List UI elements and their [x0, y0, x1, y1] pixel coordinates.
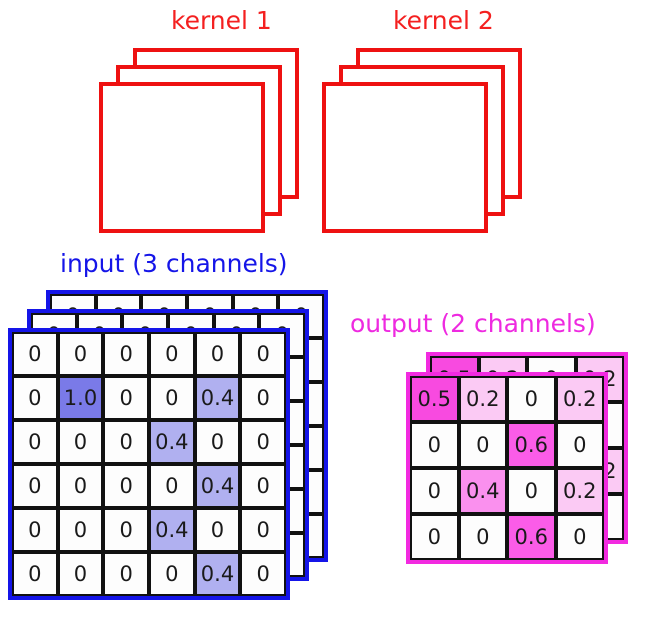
output-title: output (2 channels) — [350, 309, 596, 338]
matrix-cell: 0 — [149, 332, 195, 376]
matrix-cell: 0 — [57, 552, 104, 596]
matrix-cell: 0 — [12, 332, 58, 376]
matrix-cell: 0.4 — [149, 420, 195, 464]
matrix-cell: 0 — [240, 552, 286, 596]
matrix-cell: 0 — [103, 464, 149, 508]
kernel-2-channel-1 — [322, 82, 488, 233]
matrix-cell: 0.4 — [458, 468, 507, 514]
matrix-cell: 0 — [458, 514, 507, 560]
matrix-cell: 0 — [507, 468, 556, 514]
kernel-1-channel-1-grid — [103, 86, 261, 229]
matrix-cell: 0.2 — [555, 468, 604, 514]
matrix-cell: 1.0 — [57, 376, 104, 420]
matrix-cell: 0 — [103, 552, 149, 596]
matrix-cell: 0 — [149, 376, 195, 420]
matrix-cell: 0.2 — [458, 376, 507, 422]
kernel-1-channel-1 — [99, 82, 265, 233]
matrix-cell: 0.4 — [194, 464, 241, 508]
matrix-cell: 0 — [12, 376, 58, 420]
matrix-cell: 0 — [240, 376, 286, 420]
matrix-cell: 0 — [57, 420, 104, 464]
matrix-cell: 0 — [103, 508, 149, 552]
matrix-cell: 0 — [240, 464, 286, 508]
matrix-cell: 0 — [507, 376, 556, 422]
kernel-2-title: kernel 2 — [393, 6, 494, 35]
matrix-cell: 0.4 — [149, 508, 195, 552]
matrix-cell: 0 — [194, 508, 241, 552]
matrix-cell: 0.6 — [507, 514, 556, 560]
matrix-cell: 0 — [103, 332, 149, 376]
matrix-cell: 0 — [57, 464, 104, 508]
matrix-cell: 0 — [12, 420, 58, 464]
matrix-cell: 0 — [103, 376, 149, 420]
input-title: input (3 channels) — [60, 249, 288, 278]
matrix-cell: 0 — [149, 464, 195, 508]
kernel-2-channel-1-grid — [326, 86, 484, 229]
matrix-cell: 0.5 — [410, 376, 459, 422]
matrix-cell: 0 — [194, 420, 241, 464]
matrix-cell: 0 — [240, 332, 286, 376]
kernel-2-stack — [322, 48, 522, 233]
matrix-cell: 0 — [410, 422, 459, 468]
matrix-cell: 0 — [240, 508, 286, 552]
matrix-cell: 0 — [12, 464, 58, 508]
kernel-1-title: kernel 1 — [171, 6, 272, 35]
matrix-cell: 0 — [458, 422, 507, 468]
matrix-cell: 0 — [57, 508, 104, 552]
matrix-cell: 0 — [555, 422, 604, 468]
matrix-cell: 0 — [57, 332, 104, 376]
matrix-cell: 0 — [194, 332, 241, 376]
matrix-cell: 0.2 — [555, 376, 604, 422]
matrix-cell: 0.6 — [507, 422, 556, 468]
matrix-cell: 0.4 — [194, 552, 241, 596]
matrix-cell: 0 — [555, 514, 604, 560]
matrix-cell: 0 — [12, 552, 58, 596]
matrix-cell: 0 — [410, 468, 459, 514]
kernel-1-stack — [99, 48, 299, 233]
matrix-cell: 0 — [12, 508, 58, 552]
matrix-cell: 0 — [240, 420, 286, 464]
matrix-cell: 0.4 — [194, 376, 241, 420]
matrix-cell: 0 — [103, 420, 149, 464]
matrix-cell: 0 — [149, 552, 195, 596]
matrix-cell: 0 — [410, 514, 459, 560]
